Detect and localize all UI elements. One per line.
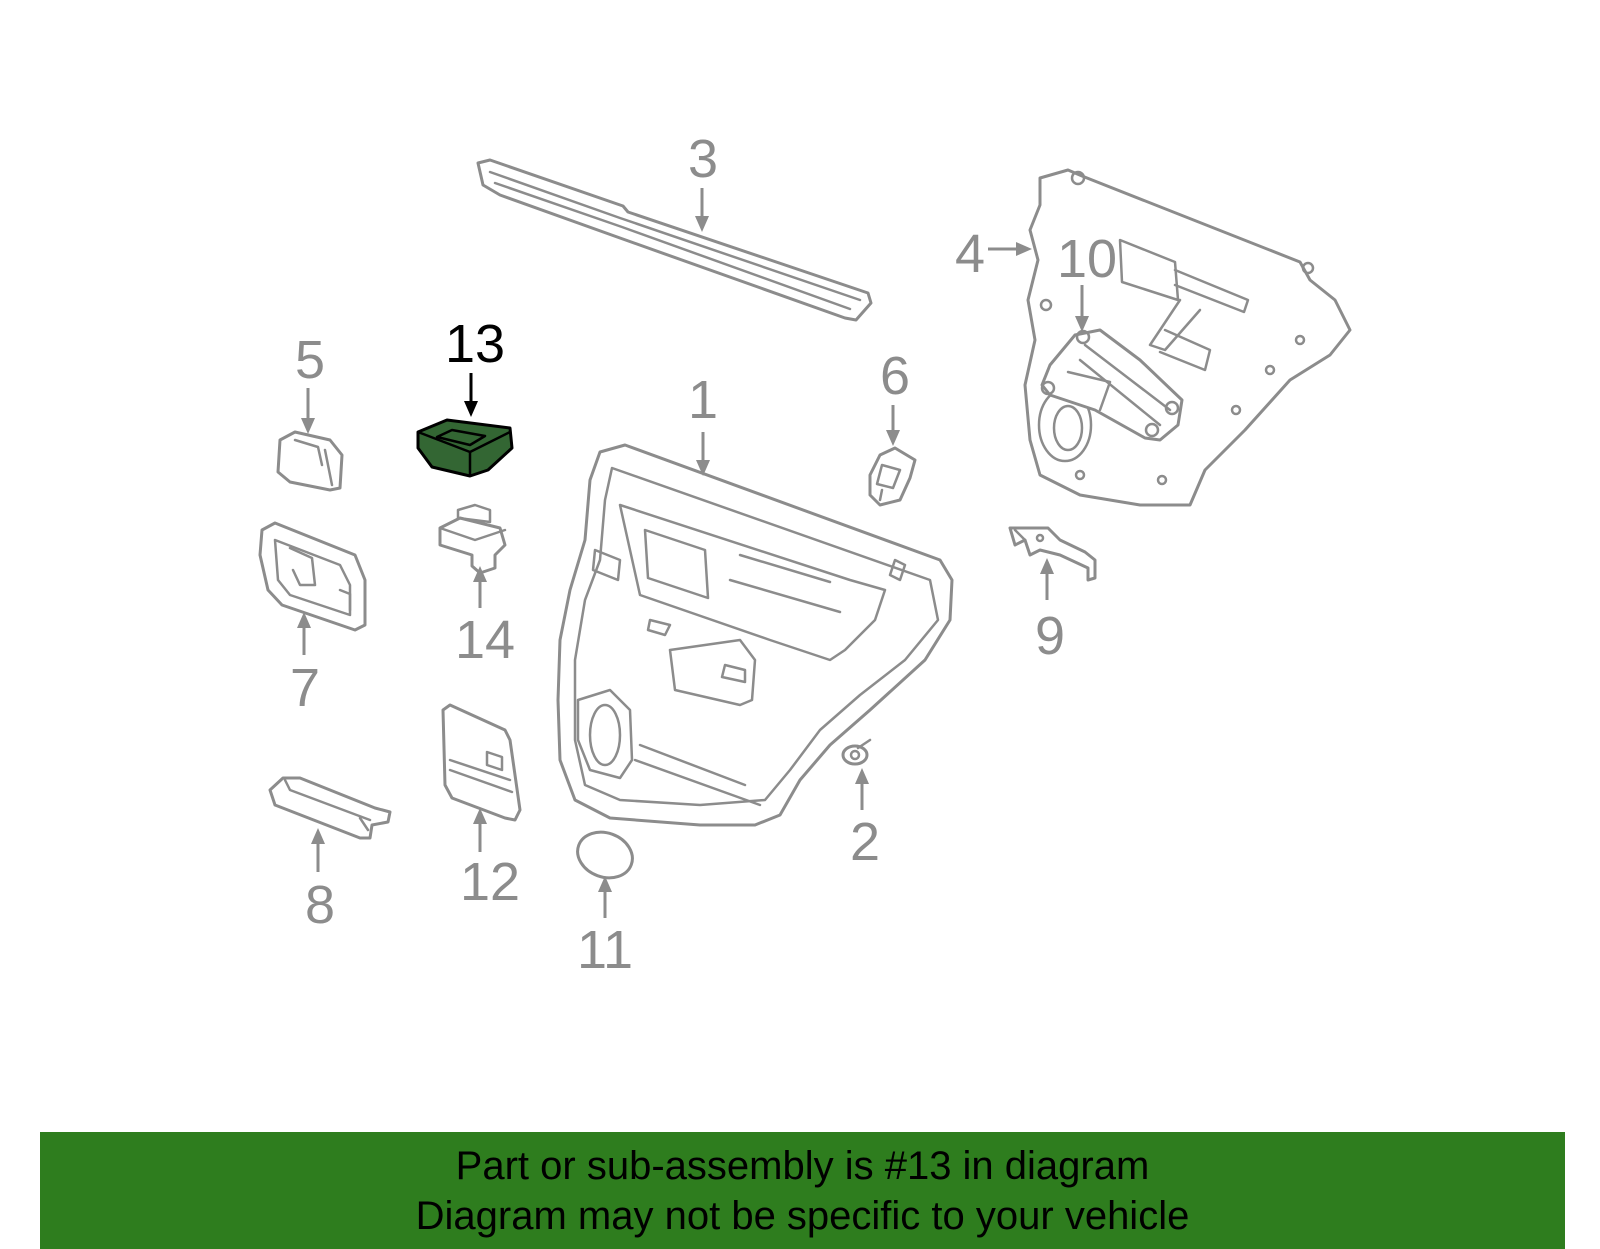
part-12-switch-plate[interactable] xyxy=(441,703,522,822)
callout-9[interactable]: 9 xyxy=(1035,606,1065,666)
arrow-11 xyxy=(598,876,612,918)
callout-7[interactable]: 7 xyxy=(290,658,320,718)
callout-3[interactable]: 3 xyxy=(688,129,718,189)
banner-line-disclaimer: Diagram may not be specific to your vehi… xyxy=(415,1193,1190,1238)
callout-8[interactable]: 8 xyxy=(305,875,335,935)
arrow-10 xyxy=(1075,285,1089,332)
part-10-window-regulator[interactable] xyxy=(1040,328,1184,442)
arrow-2 xyxy=(855,768,869,810)
part-14-switch[interactable] xyxy=(438,503,507,575)
callout-4[interactable]: 4 xyxy=(955,224,985,284)
part-7-handle-bezel[interactable] xyxy=(258,521,367,632)
info-banner: Part or sub-assembly is #13 in diagram D… xyxy=(40,1132,1565,1249)
callout-10[interactable]: 10 xyxy=(1057,229,1117,289)
part-2-push-pin[interactable] xyxy=(841,738,872,766)
callout-2[interactable]: 2 xyxy=(850,812,880,872)
part-6-lock-knob[interactable] xyxy=(868,446,917,507)
arrow-1 xyxy=(696,432,710,476)
arrow-13 xyxy=(464,373,478,417)
arrow-3 xyxy=(695,188,709,232)
callout-6[interactable]: 6 xyxy=(880,346,910,406)
arrow-7 xyxy=(297,612,311,655)
callout-1[interactable]: 1 xyxy=(688,370,718,430)
arrow-5 xyxy=(301,388,315,434)
arrow-8 xyxy=(311,828,325,872)
arrow-4 xyxy=(988,242,1032,256)
callout-5[interactable]: 5 xyxy=(295,330,325,390)
arrow-9 xyxy=(1040,558,1054,600)
part-9-bracket[interactable] xyxy=(1008,526,1097,582)
part-13-highlighted-switch-bezel[interactable] xyxy=(416,418,514,478)
callout-13[interactable]: 13 xyxy=(445,314,505,374)
banner-line-part-reference: Part or sub-assembly is #13 in diagram xyxy=(455,1143,1150,1188)
callout-12[interactable]: 12 xyxy=(460,852,520,912)
part-8-pull-handle[interactable] xyxy=(268,776,392,840)
part-1-door-trim-panel[interactable] xyxy=(556,443,954,827)
part-4-inner-door-panel[interactable] xyxy=(1023,168,1352,507)
arrow-6 xyxy=(886,405,900,446)
callout-11[interactable]: 11 xyxy=(577,920,633,980)
part-11-oval-plug[interactable] xyxy=(571,825,639,885)
callout-14[interactable]: 14 xyxy=(455,610,515,670)
part-5-cover[interactable] xyxy=(276,430,344,492)
arrow-14 xyxy=(473,566,487,608)
part-3-window-sweep[interactable] xyxy=(476,158,873,322)
arrow-12 xyxy=(473,808,487,852)
